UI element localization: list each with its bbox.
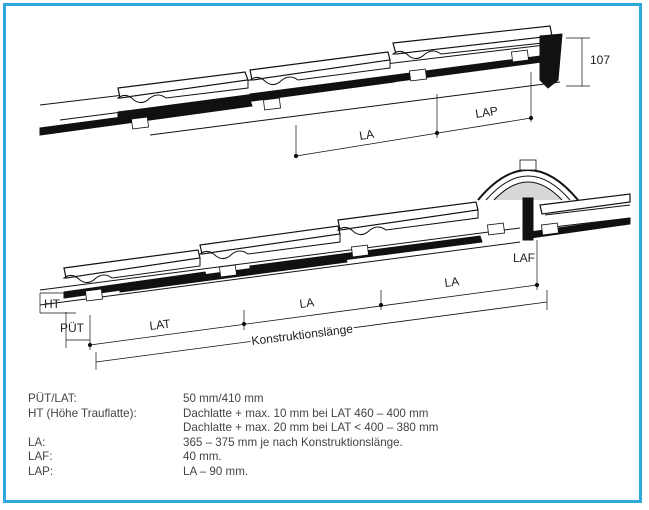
spec-key: PÜT/LAT:	[28, 392, 77, 405]
roof-tile-right	[529, 193, 631, 239]
spec-value: LA – 90 mm.	[183, 464, 249, 478]
ridge-cap	[477, 159, 579, 241]
spec-key: LA:	[28, 435, 46, 449]
roof-tile	[62, 249, 208, 302]
label-ht: HT	[44, 297, 61, 311]
roof-tile	[249, 201, 505, 273]
label-put: PÜT	[60, 321, 85, 335]
label-la-bottom-2: LA	[444, 274, 460, 290]
spec-value: 365 – 375 mm je nach Konstruktionslänge.	[183, 435, 403, 449]
label-lat: LAT	[149, 316, 172, 333]
top-roof-section	[39, 25, 590, 159]
spec-value: Dachlatte + max. 10 mm bei LAT 460 – 400…	[183, 406, 429, 420]
label-la-bottom-1: LA	[299, 295, 315, 311]
label-la-top: LA	[358, 127, 375, 143]
bottom-roof-section	[39, 159, 631, 370]
spec-value: 50 mm/410 mm	[183, 392, 264, 405]
spec-value: 40 mm.	[183, 450, 222, 464]
label-107: 107	[590, 53, 610, 67]
roof-tile	[249, 25, 563, 102]
label-laf: LAF	[513, 251, 535, 265]
spec-key: HT (Höhe Trauflatte):	[28, 406, 137, 420]
spec-value: Dachlatte + max. 20 mm bei LAT < 400 – 3…	[183, 421, 439, 435]
label-lap-top: LAP	[474, 104, 499, 121]
spec-key: LAF:	[28, 450, 53, 464]
label-konstruktionslaenge: Konstruktionslänge	[251, 322, 354, 348]
spec-key: LAP:	[28, 464, 54, 478]
